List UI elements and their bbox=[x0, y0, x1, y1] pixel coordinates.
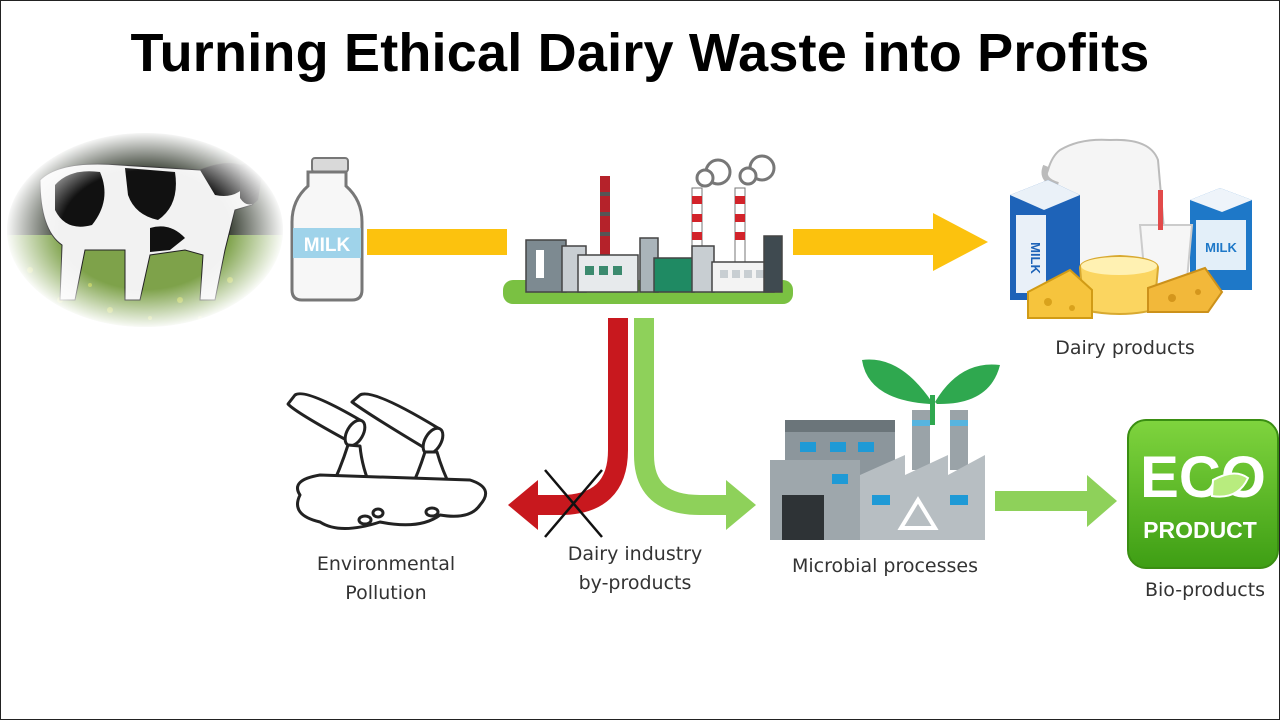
pollution-pipes-icon bbox=[286, 392, 488, 530]
leaf-icon bbox=[1210, 472, 1250, 498]
label-microbial-processes: Microbial processes bbox=[791, 555, 979, 577]
milk-bottle-text: MILK bbox=[304, 235, 351, 256]
arrow-waste-to-pollution bbox=[530, 318, 628, 515]
dairy-products-image: MILK MILK bbox=[1010, 138, 1252, 319]
label-environmental-pollution: Environmental Pollution bbox=[316, 553, 456, 604]
label-bio-products: Bio-products bbox=[1144, 579, 1266, 601]
cow-vignette bbox=[5, 131, 285, 329]
eco-badge-bottom-text: PRODUCT bbox=[1143, 517, 1257, 543]
page-title: Turning Ethical Dairy Waste into Profits bbox=[130, 23, 1150, 83]
cross-mark-icon bbox=[544, 469, 603, 538]
milk-carton-small-text: MILK bbox=[1205, 240, 1237, 255]
label-dairy-products: Dairy products bbox=[1055, 337, 1195, 359]
microbial-factory-icon bbox=[770, 359, 1000, 540]
arrow-bottle-to-factory bbox=[367, 229, 507, 255]
arrow-waste-head bbox=[508, 480, 538, 530]
label-by-products: Dairy industry by-products bbox=[567, 543, 703, 594]
arrow-eco-head bbox=[726, 480, 756, 530]
arrow-microbial-to-bio bbox=[995, 475, 1117, 527]
dairy-factory-icon bbox=[503, 154, 793, 304]
arrow-waste-to-microbial bbox=[634, 318, 728, 515]
milk-bottle-icon: MILK bbox=[290, 157, 364, 302]
eco-product-badge: ECO PRODUCT bbox=[1127, 419, 1279, 569]
arrow-factory-to-dairy-products bbox=[793, 213, 988, 271]
milk-carton-text: MILK bbox=[1028, 242, 1043, 274]
